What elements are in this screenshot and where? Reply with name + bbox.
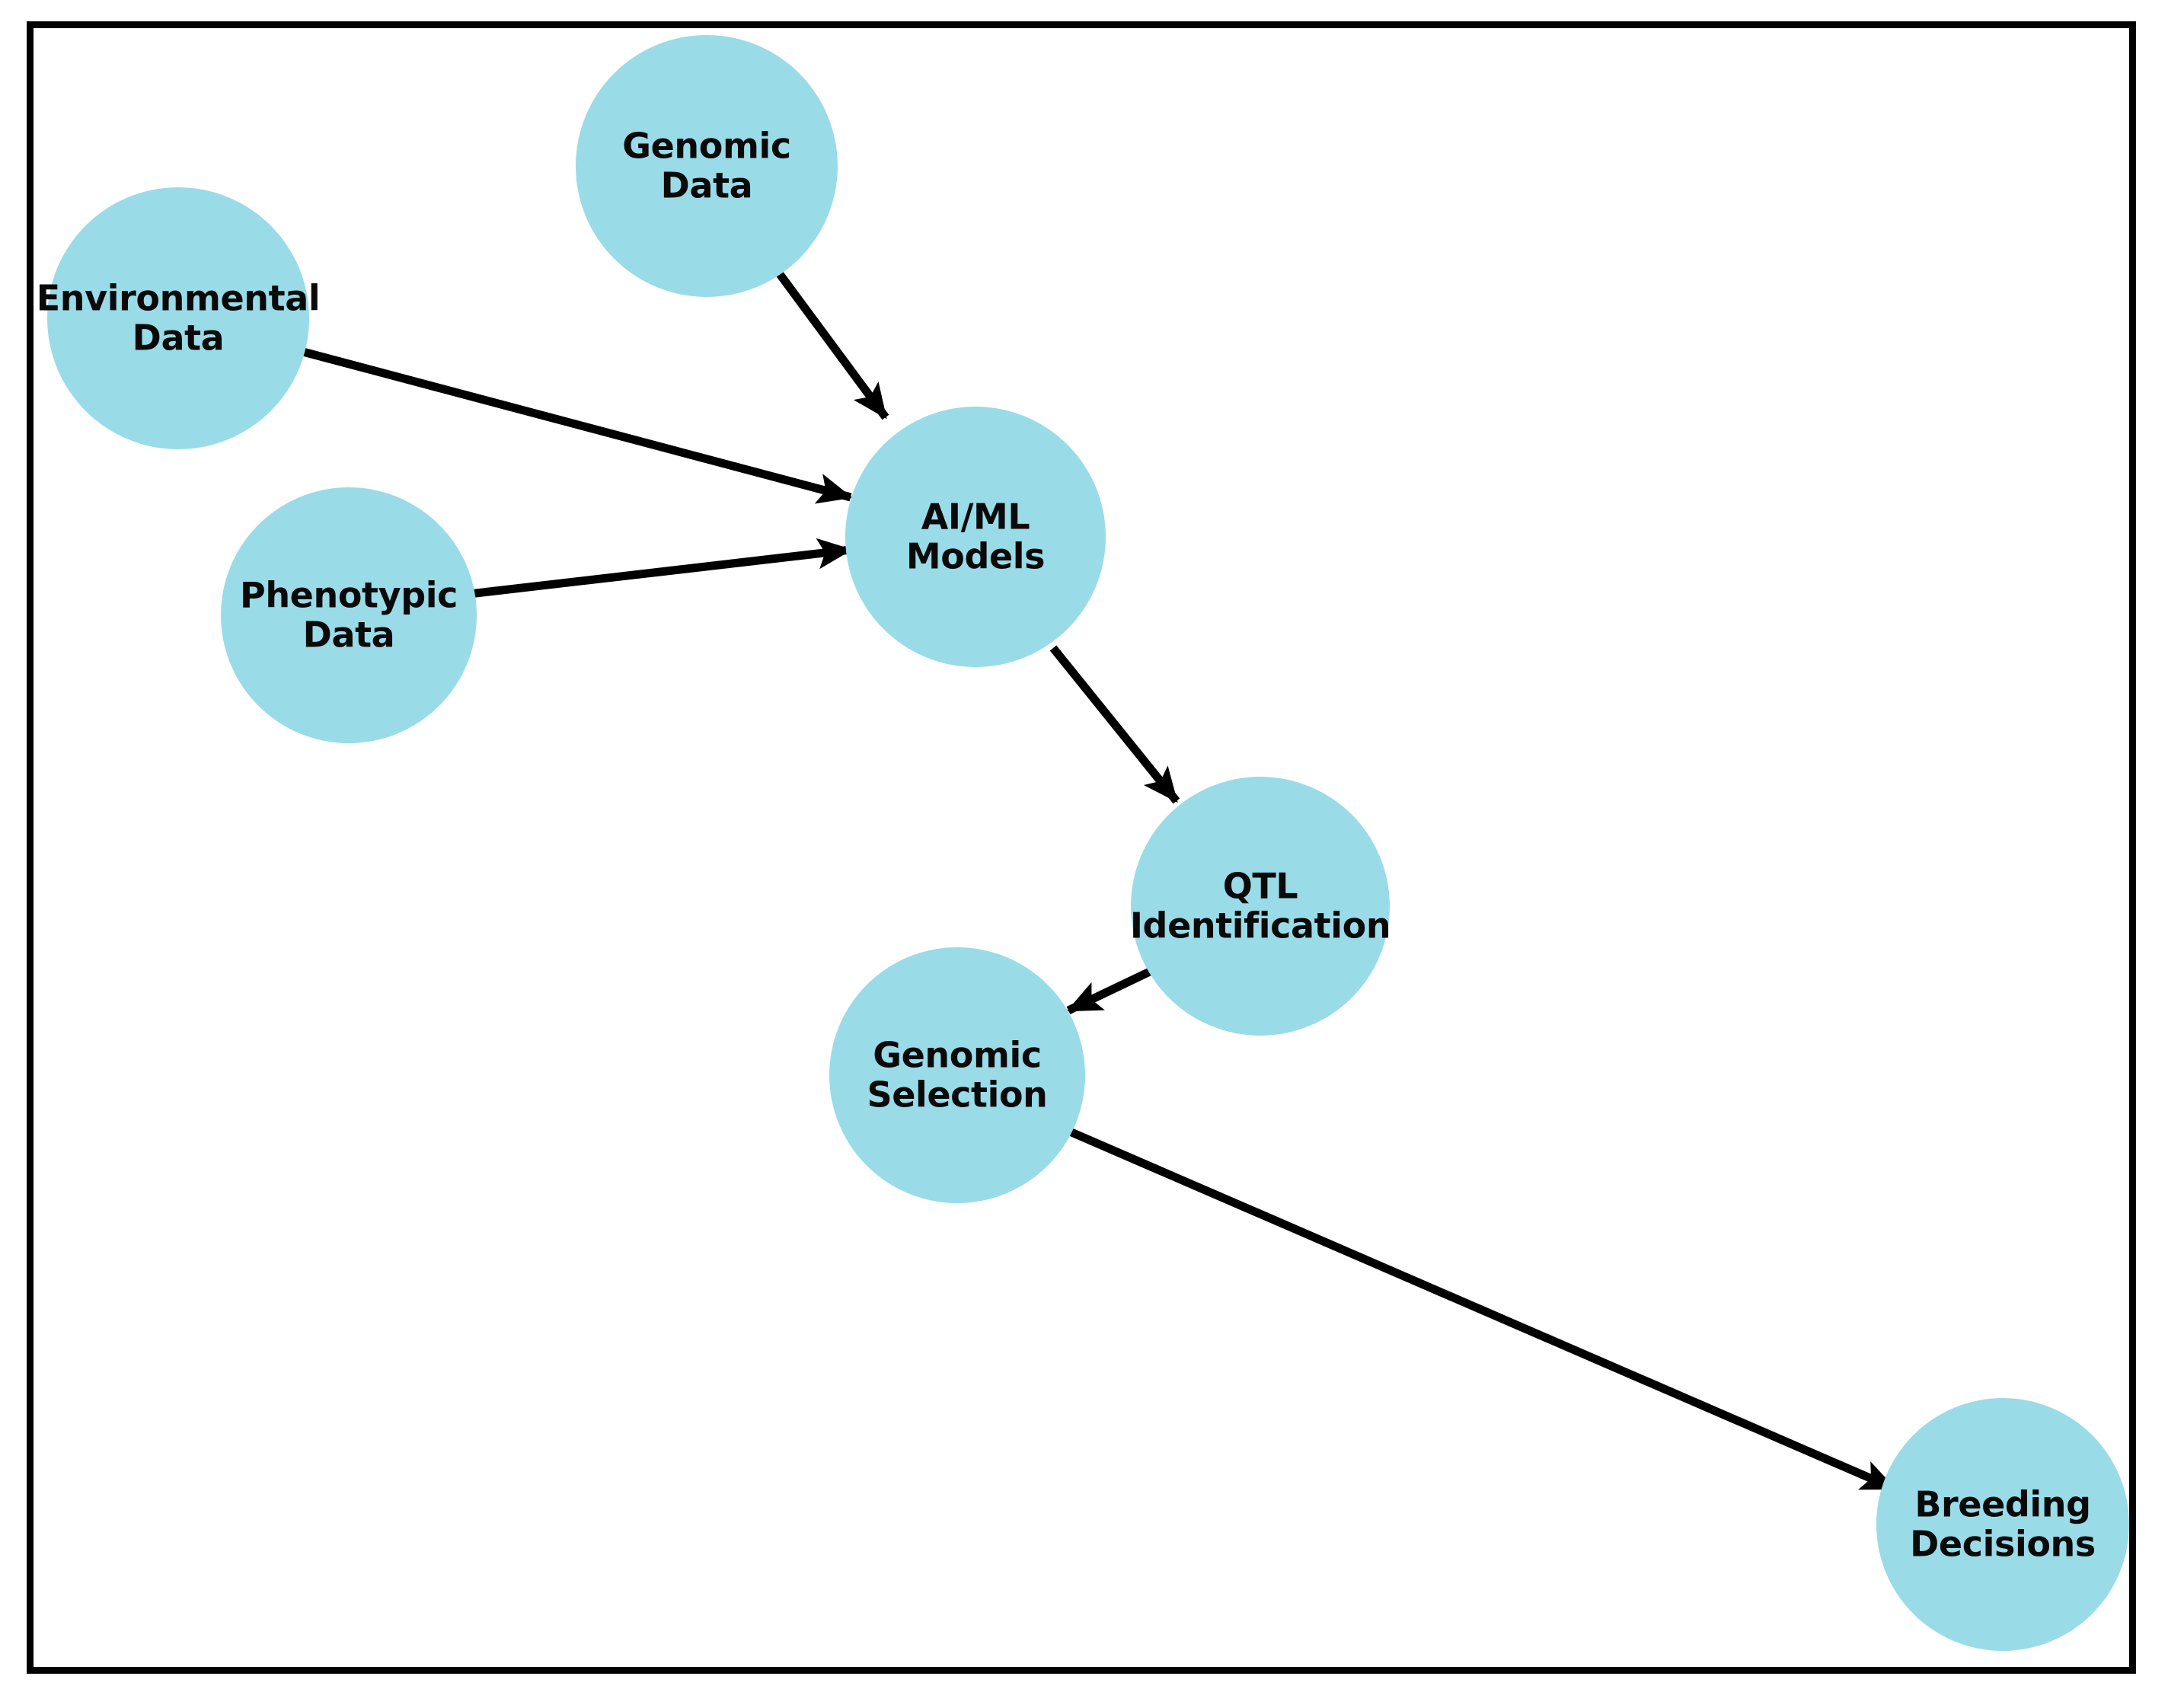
node-genomic_data[interactable] bbox=[576, 35, 838, 297]
edge-qtl_identification-to-genomic_selection bbox=[1066, 966, 1157, 1014]
edge-layer bbox=[302, 271, 1897, 1493]
diagram-border-frame bbox=[27, 21, 2136, 1674]
node-breeding_decisions[interactable] bbox=[1876, 1398, 2129, 1651]
edge-ai_ml_models-to-qtl_identification bbox=[1049, 645, 1180, 804]
node-genomic_selection[interactable] bbox=[829, 947, 1085, 1203]
node-layer bbox=[47, 35, 2129, 1651]
edge-environmental_data-to-ai_ml_models bbox=[302, 347, 853, 504]
node-ai_ml_models[interactable] bbox=[845, 407, 1106, 667]
node-qtl_identification[interactable] bbox=[1131, 777, 1390, 1036]
node-environmental_data[interactable] bbox=[47, 187, 309, 449]
edge-genomic_selection-to-breeding_decisions bbox=[1062, 1125, 1897, 1493]
edge-phenotypic_data-to-ai_ml_models bbox=[423, 538, 853, 604]
edge-genomic_data-to-ai_ml_models bbox=[776, 271, 889, 420]
node-phenotypic_data[interactable] bbox=[221, 487, 477, 743]
